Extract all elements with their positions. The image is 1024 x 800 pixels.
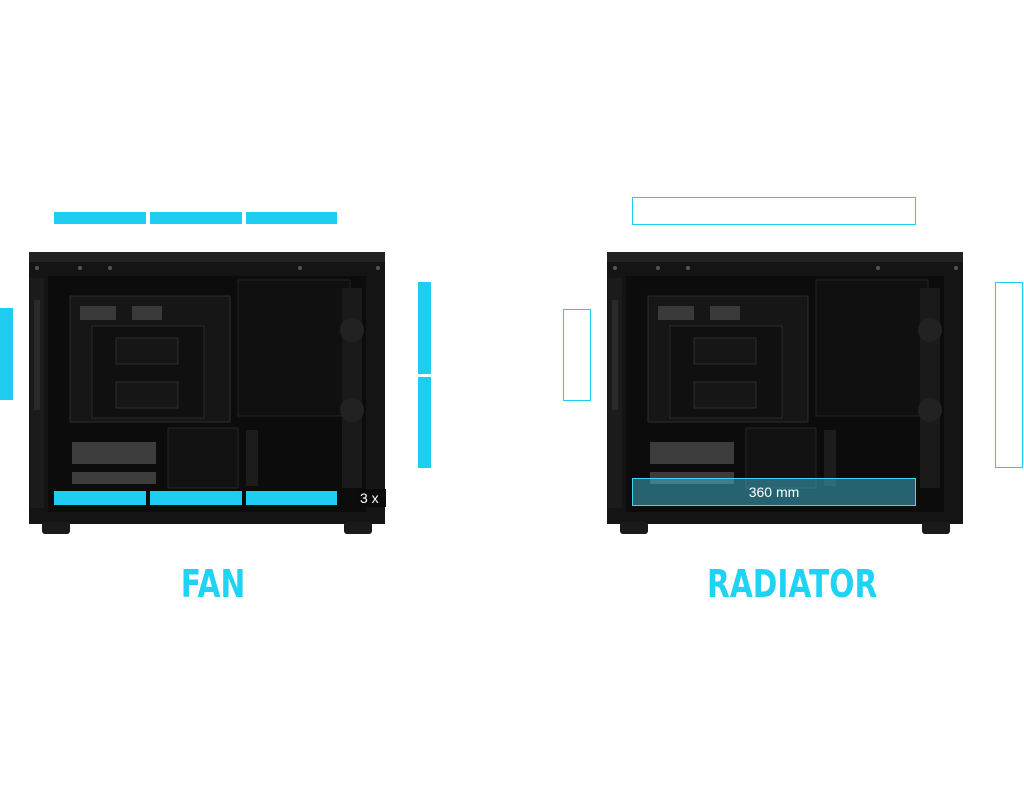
top-radiator-slot (632, 197, 916, 225)
fan-title: FAN (180, 562, 246, 606)
bottom-fan-slot-1 (54, 491, 146, 505)
rear-radiator-slot (995, 282, 1023, 468)
fan-count-badge: 3 x (356, 489, 386, 507)
bottom-fan-slot-3 (246, 491, 337, 505)
front-fan-slot (0, 308, 13, 400)
case-illustration (29, 252, 385, 534)
case-illustration (607, 252, 963, 534)
bottom-fan-slot-2 (150, 491, 242, 505)
front-radiator-slot (563, 309, 591, 401)
radiator-title: RADIATOR (707, 562, 878, 606)
top-fan-slot-2 (150, 212, 242, 224)
rear-fan-slot-2 (418, 377, 431, 468)
top-fan-slot-1 (54, 212, 146, 224)
bottom-radiator-slot: 360 mm (632, 478, 916, 506)
radiator-panel: 360 mm RADIATOR (512, 0, 1024, 800)
top-fan-slot-3 (246, 212, 337, 224)
radiator-size-label: 360 mm (748, 484, 800, 500)
fan-panel: 3 x FAN (0, 212, 431, 606)
rear-fan-slot-1 (418, 282, 431, 374)
